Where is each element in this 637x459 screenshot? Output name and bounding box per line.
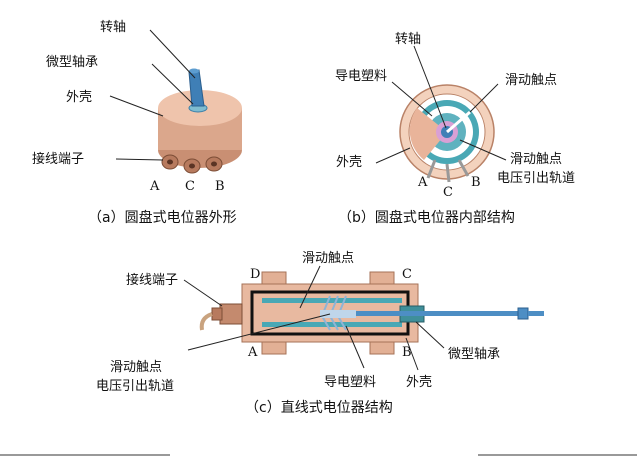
label-b-shell: 外壳 <box>336 155 362 170</box>
disc-terminals <box>161 154 223 174</box>
leader-c-terminal <box>183 279 223 307</box>
label-b-slider: 滑动触点 <box>505 73 557 88</box>
label-a-bearing: 微型轴承 <box>46 55 98 70</box>
leader-c-plastic <box>345 325 365 369</box>
pin-a-A: A <box>149 179 160 194</box>
leader-a-shaft <box>149 29 196 79</box>
label-c-plastic: 导电塑料 <box>324 375 376 390</box>
terminal-a-hole <box>167 159 173 165</box>
terminal-c-hole <box>189 163 195 169</box>
leader-c-rail <box>187 313 331 351</box>
label-c-rail-line1: 滑动触点 <box>110 360 162 375</box>
figure-b-disc-interior: 转轴 导电塑料 滑动触点 外壳 滑动触点 电压引出轨道 A C B （b）圆盘式… <box>335 32 575 226</box>
corner-B: B <box>402 345 412 360</box>
label-a-shaft: 转轴 <box>100 20 126 35</box>
leader-b-slider <box>469 83 499 113</box>
leader-a-shell <box>109 95 164 117</box>
label-c-slider: 滑动触点 <box>302 251 354 266</box>
corner-D: D <box>250 267 260 282</box>
conductive-plastic-strip <box>262 298 402 303</box>
label-b-shaft: 转轴 <box>395 32 421 47</box>
figure-a-disc-exterior: 转轴 微型轴承 外壳 接线端子 A C B （a）圆盘式电位器外形 <box>32 20 242 226</box>
pin-b-C: C <box>443 185 453 200</box>
linear-rod <box>356 311 518 316</box>
leader-b-rail <box>459 139 507 161</box>
leader-a-bearing <box>151 63 194 105</box>
caption-b: （b）圆盘式电位器内部结构 <box>338 209 515 226</box>
rod-tail <box>528 311 544 316</box>
corner-C: C <box>402 267 412 282</box>
leader-b-plastic <box>391 81 433 117</box>
figure-c-linear: 滑动触点 接线端子 滑动触点 电压引出轨道 导电塑料 外壳 微型轴承 D C A… <box>96 251 544 416</box>
slider-arm <box>446 110 471 134</box>
leader-b-shell <box>375 147 411 164</box>
leader-c-bearing <box>415 321 445 349</box>
label-c-terminal: 接线端子 <box>126 272 178 288</box>
pin-a-C: C <box>185 179 195 194</box>
label-b-plastic: 导电塑料 <box>335 69 387 84</box>
pin-b-B-lead <box>457 159 470 177</box>
pin-b-B: B <box>471 175 481 190</box>
leader-a-terminal <box>115 158 164 161</box>
label-b-rail-line1: 滑动触点 <box>510 152 562 167</box>
caption-a: （a）圆盘式电位器外形 <box>88 209 237 226</box>
leader-c-shell <box>405 337 419 371</box>
cutaway-sector <box>409 108 447 160</box>
leader-b-shaft <box>413 45 447 129</box>
label-a-terminal: 接线端子 <box>32 151 84 167</box>
label-c-bearing: 微型轴承 <box>448 347 500 362</box>
disc-shaft <box>188 69 205 107</box>
label-a-shell: 外壳 <box>66 90 92 105</box>
pin-a-B: B <box>215 179 225 194</box>
caption-c: （c）直线式电位器结构 <box>245 399 393 416</box>
terminal-b-hole <box>211 161 217 167</box>
label-c-shell: 外壳 <box>406 375 432 390</box>
corner-A: A <box>247 345 258 360</box>
pin-b-A-lead <box>426 159 437 179</box>
pin-b-A: A <box>417 175 428 190</box>
disc-shaft-tip <box>189 68 199 74</box>
slider-carriage <box>320 310 356 318</box>
pin-b-C-lead <box>445 163 451 183</box>
voltage-rail-strip <box>262 322 402 327</box>
connector-collar <box>211 307 223 321</box>
label-b-rail-line2: 电压引出轨道 <box>497 171 575 186</box>
linear-connector <box>219 303 243 325</box>
connector-cable <box>199 312 213 331</box>
leader-c-slider <box>299 265 321 309</box>
label-c-rail-line2: 电压引出轨道 <box>96 379 174 394</box>
rod-end-cap <box>517 307 529 320</box>
